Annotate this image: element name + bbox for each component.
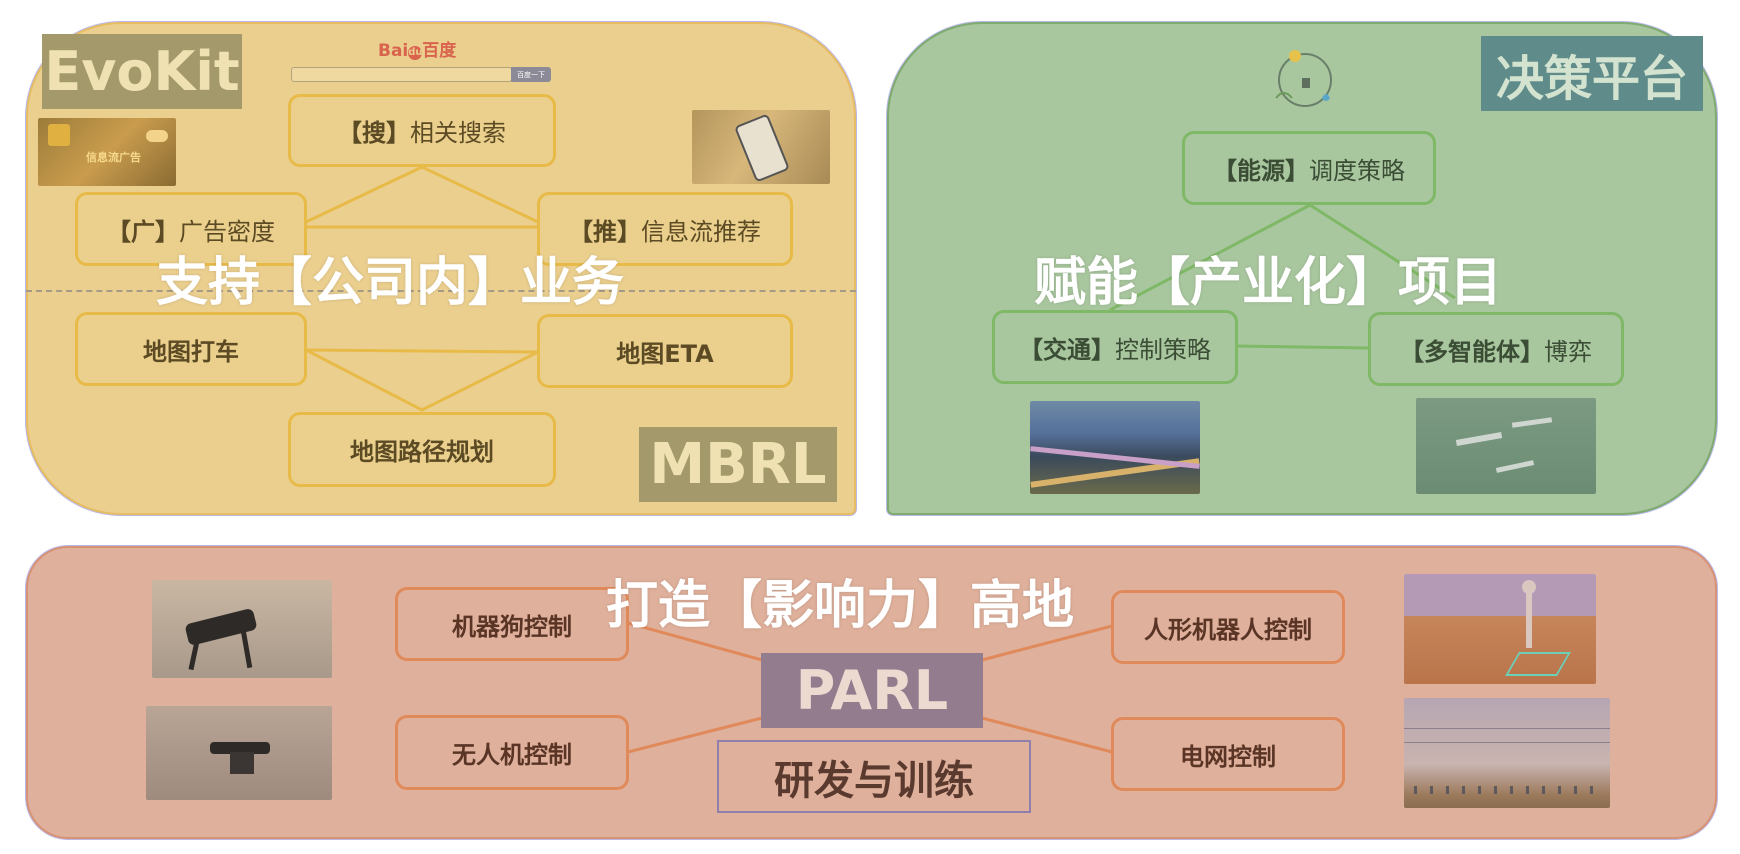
power-grid-thumbnail [1404, 698, 1610, 808]
power-grid-control-node: 电网控制 [1111, 717, 1345, 791]
baidu-search-bar[interactable] [291, 67, 512, 82]
evokit-label: EvoKit [44, 40, 240, 103]
baidu-search-button[interactable]: 百度一下 [511, 67, 551, 82]
robot-dog-control-node: 机器狗控制 [395, 587, 629, 661]
parl-tag: PARL [761, 653, 983, 728]
energy-scheduling-node: 【能源】调度策略 [1182, 131, 1436, 205]
humanoid-sim-thumbnail [1404, 574, 1596, 684]
phone-feed-thumbnail [692, 110, 830, 184]
industry-overlay-title: 赋能【产业化】项目 [1034, 253, 1503, 313]
robot-dog-thumbnail [152, 580, 332, 678]
mbrl-tag: MBRL [639, 427, 837, 502]
map-route-node: 地图路径规划 [288, 412, 556, 487]
phone-icon [734, 113, 790, 183]
divider-line [26, 290, 856, 292]
energy-icon [1262, 40, 1348, 116]
baidu-logo: Baidu百度 [378, 41, 457, 61]
parl-label: PARL [795, 659, 949, 722]
drone-swarm-thumbnail [1416, 398, 1596, 494]
evokit-tag: EvoKit [42, 34, 242, 109]
business-overlay-title: 支持【公司内】业务 [156, 253, 625, 313]
paw-icon: du [408, 46, 423, 60]
shop-icon [48, 124, 70, 146]
multi-agent-game-node: 【多智能体】博弈 [1368, 312, 1624, 386]
research-training-box: 研发与训练 [717, 740, 1031, 813]
feed-ad-text: 信息流广告 [86, 151, 141, 164]
mbrl-label: MBRL [649, 432, 827, 497]
feed-ad-thumbnail: 信息流广告 [38, 118, 176, 186]
cloud-icon [146, 130, 168, 142]
drone-lab-thumbnail [146, 706, 332, 800]
map-taxi-node: 地图打车 [75, 312, 307, 386]
ad-density-node: 【广】广告密度 [75, 192, 307, 266]
traffic-control-node: 【交通】控制策略 [992, 310, 1238, 384]
influence-overlay-title: 打造【影响力】高地 [606, 576, 1075, 636]
decision-platform-label: 决策平台 [1495, 50, 1688, 107]
map-eta-node: 地图ETA [537, 314, 793, 388]
related-search-node: 【搜】相关搜索 [288, 94, 556, 167]
decision-platform-tag: 决策平台 [1481, 36, 1703, 111]
drone-control-node: 无人机控制 [395, 715, 629, 790]
research-training-label: 研发与训练 [774, 757, 974, 804]
feed-recommend-node: 【推】信息流推荐 [537, 192, 793, 266]
city-traffic-thumbnail [1030, 401, 1200, 494]
humanoid-control-node: 人形机器人控制 [1111, 590, 1345, 664]
